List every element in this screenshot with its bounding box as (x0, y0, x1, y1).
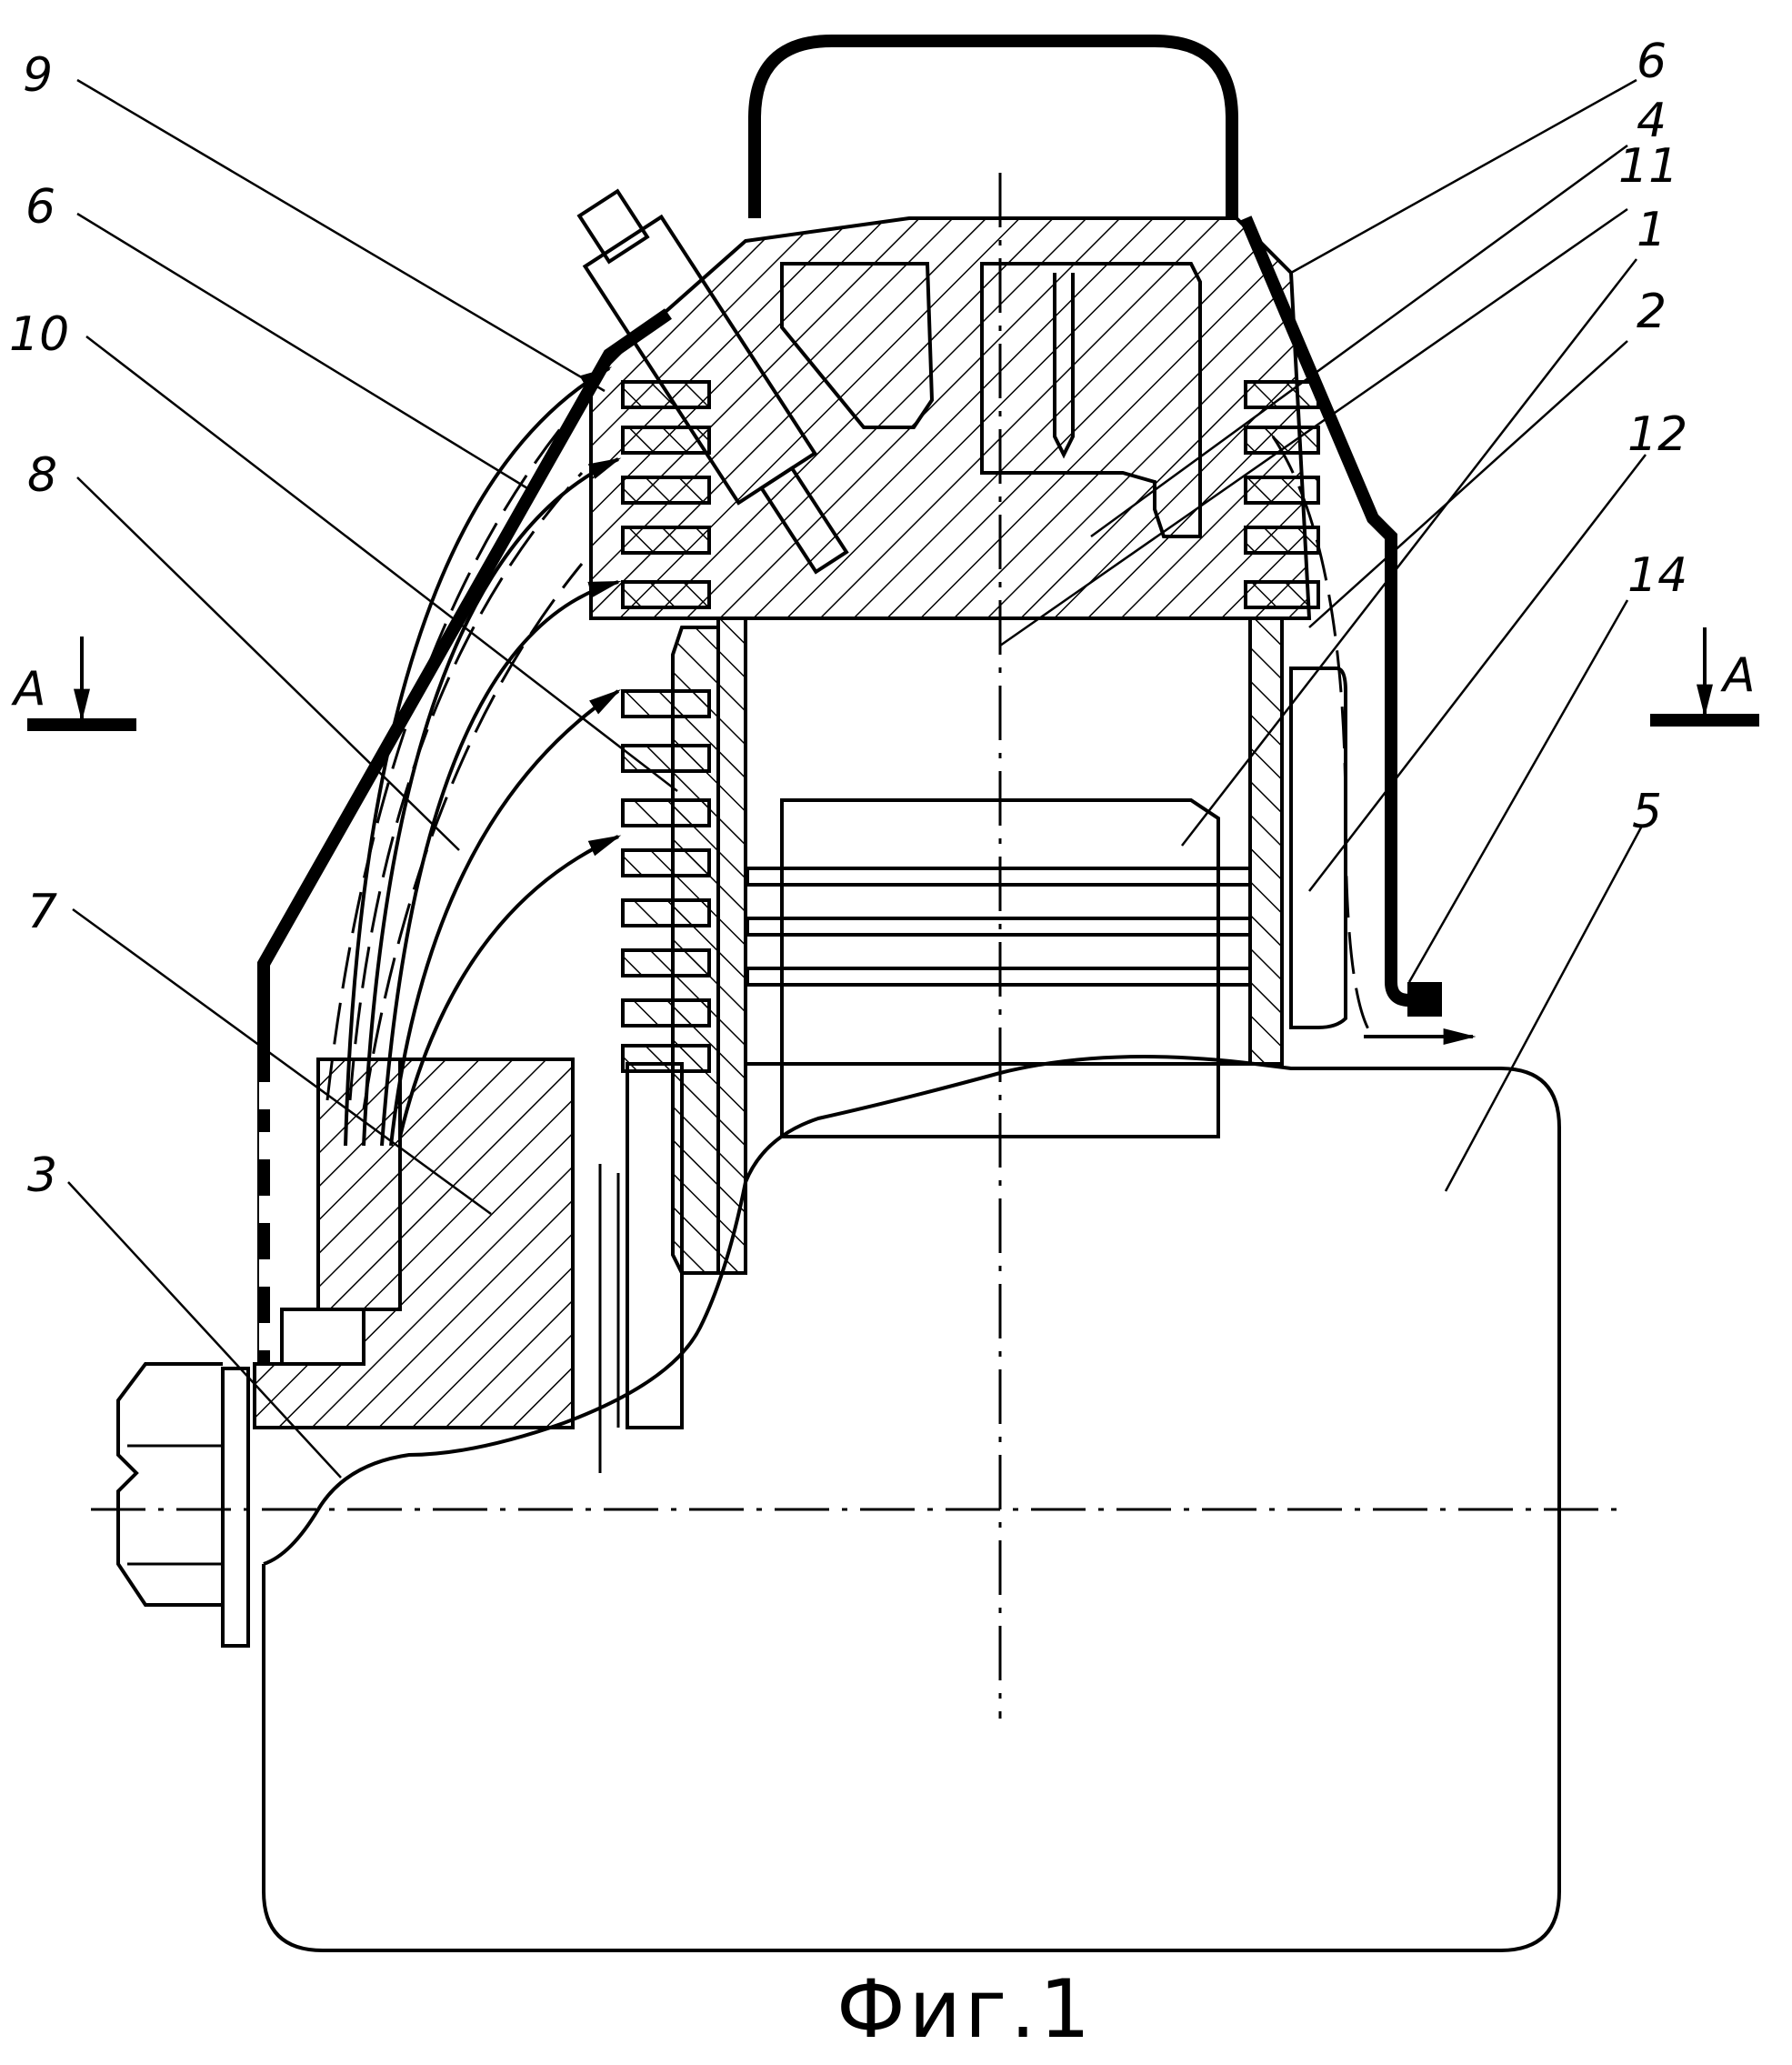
label-2: 2 (1637, 285, 1667, 339)
cylinder-bore (746, 618, 1250, 1064)
cylinder-right-wall (1250, 618, 1282, 1064)
label-3: 3 (27, 1148, 57, 1203)
airflow-3 (364, 564, 582, 1109)
label-9: 9 (23, 48, 53, 103)
cooling-fin (623, 950, 709, 976)
label-6-left: 6 (25, 180, 55, 235)
label-11: 11 (1618, 139, 1678, 194)
label-14: 14 (1627, 548, 1687, 603)
cooling-fin (1246, 527, 1318, 553)
label-5: 5 (1632, 785, 1662, 839)
label-10: 10 (9, 307, 69, 362)
label-12: 12 (1627, 407, 1687, 462)
cooling-fin (623, 1000, 709, 1026)
cooling-fin (1246, 382, 1318, 407)
bolt (118, 1364, 248, 1646)
label-8: 8 (27, 448, 57, 503)
cooling-fin (623, 800, 709, 826)
air-duct-right (1291, 668, 1346, 1027)
section-mark-right: A (1650, 627, 1759, 727)
section-mark-left: A (11, 637, 136, 731)
mount-block (255, 1059, 573, 1428)
svg-text:A: A (11, 662, 46, 717)
label-1: 1 (1637, 203, 1667, 257)
cooling-fin (623, 850, 709, 876)
label-7: 7 (27, 885, 57, 939)
label-6-right: 6 (1637, 35, 1667, 89)
figure-caption: Фиг.1 (836, 1962, 1094, 2056)
top-cover (755, 41, 1232, 218)
cooling-fin (1246, 582, 1318, 607)
piston (747, 800, 1250, 1137)
cooling-fin (623, 691, 709, 717)
cooling-fin (623, 1046, 709, 1071)
shroud-right-end (1407, 982, 1442, 1017)
cooling-fin (1246, 477, 1318, 503)
cooling-fin (623, 900, 709, 926)
svg-text:A: A (1720, 648, 1756, 703)
